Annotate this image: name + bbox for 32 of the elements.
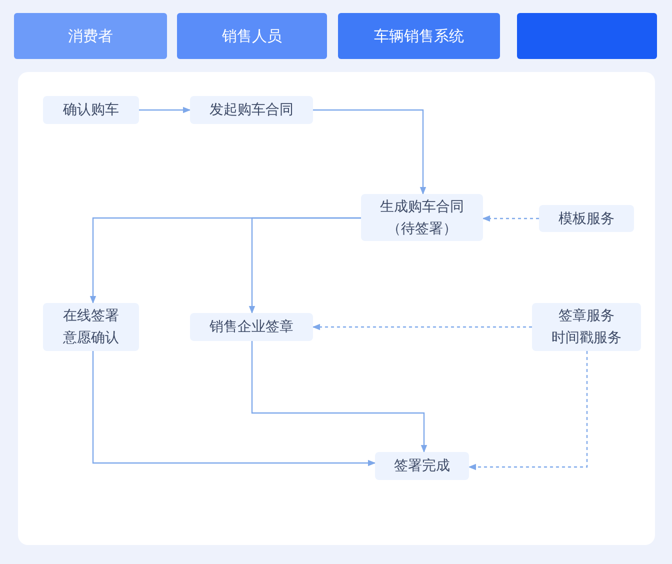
process-box [532,303,641,351]
header-label: 销售人员 [222,26,282,46]
process-box [43,303,139,351]
header-label: 车辆销售系统 [374,26,464,46]
process-box [190,96,313,124]
arrow [312,324,532,330]
arrow [313,109,426,195]
arrow [139,106,191,114]
box-label: 在线签署意愿确认 [62,307,120,348]
box-label: 生成购车合同（待签署） [379,198,465,238]
process-box [43,96,139,124]
arrow [248,217,361,314]
box-label: 确认购车 [63,101,119,120]
box-label: 模板服务 [558,210,614,228]
box-label: 签章服务 [558,307,614,326]
process-box [539,205,634,232]
column-header [14,13,167,59]
process-box [361,194,483,241]
arrow [468,351,588,470]
arrow [482,215,539,222]
column-header [517,13,657,59]
arrow [92,351,376,466]
box-label: 发起购车合同 [210,101,294,120]
header-label: 消费者 [68,26,113,46]
process-box [375,452,469,480]
box-label: 签署完成 [394,457,450,476]
column-header [177,13,327,59]
arrow [251,341,428,453]
box-label: 时间戳服务 [552,329,622,348]
column-header [338,13,500,59]
process-box [190,313,313,341]
box-label: 销售企业签章 [210,318,294,337]
